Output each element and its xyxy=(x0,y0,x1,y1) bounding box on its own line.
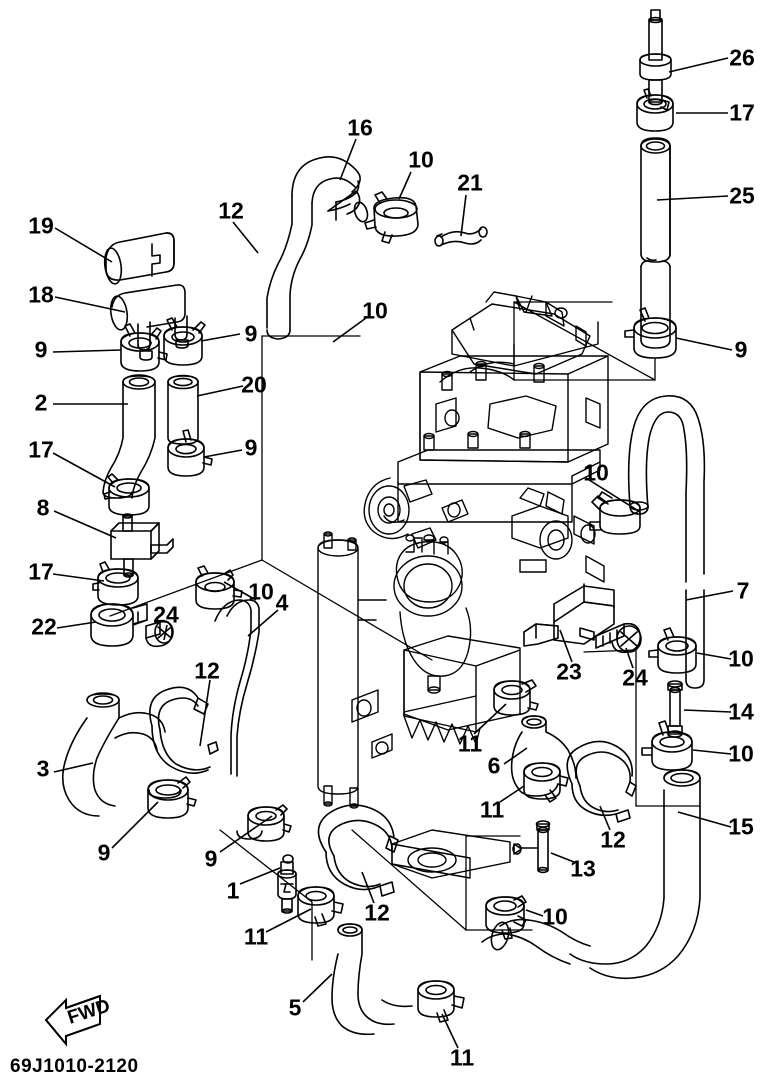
callout-11: 11 xyxy=(243,923,269,950)
callout-10: 10 xyxy=(542,903,568,930)
part-25-hose xyxy=(640,137,671,349)
callout-3: 3 xyxy=(36,755,50,782)
part-9-clamp-left-b xyxy=(163,317,206,366)
callout-11: 11 xyxy=(457,730,483,757)
callout-10: 10 xyxy=(408,146,434,173)
part-13-joint xyxy=(512,820,551,874)
callout-12: 12 xyxy=(364,899,390,926)
callout-24: 24 xyxy=(153,601,179,628)
part-24-screw-right xyxy=(595,622,642,654)
part-21-hose-bent xyxy=(434,226,488,247)
callout-10: 10 xyxy=(583,459,609,486)
part-11-clamp-d xyxy=(297,886,344,927)
callout-8: 8 xyxy=(36,494,50,521)
callout-15: 15 xyxy=(728,813,754,840)
part-10-clamp-bottom xyxy=(485,895,527,940)
part-9-clamp-left-c xyxy=(167,429,213,477)
callout-26: 26 xyxy=(729,44,755,71)
part-10-clamp-upper xyxy=(364,191,419,244)
part-8-t-joint xyxy=(110,513,174,578)
part-11-clamp-b xyxy=(523,762,569,803)
part-18-fitting xyxy=(109,284,189,361)
callout-16: 16 xyxy=(347,114,373,141)
callout-10: 10 xyxy=(728,740,754,767)
callout-10: 10 xyxy=(362,297,388,324)
callout-4: 4 xyxy=(275,589,289,616)
callout-13: 13 xyxy=(570,855,596,882)
part-12-tie-left xyxy=(149,686,219,774)
drawing-part-number: 69J1010-2120 xyxy=(10,1056,139,1077)
callout-9: 9 xyxy=(204,845,218,872)
part-11-clamp-c xyxy=(417,980,465,1023)
engine-block xyxy=(317,291,609,879)
callout-24: 24 xyxy=(622,664,648,691)
part-9-clamp-right xyxy=(624,307,677,359)
part-4-hose xyxy=(214,599,263,840)
part-24-screw-left xyxy=(145,620,174,648)
callout-9: 9 xyxy=(244,434,258,461)
part-17-clamp-left-a xyxy=(103,473,150,516)
part-17-clamp-top xyxy=(636,88,674,132)
callout-18: 18 xyxy=(28,281,54,308)
part-19-fitting xyxy=(103,232,175,285)
callout-9: 9 xyxy=(34,336,48,363)
callout-12: 12 xyxy=(218,197,244,224)
callout-2: 2 xyxy=(34,389,48,416)
callout-12: 12 xyxy=(600,826,626,853)
callout-17: 17 xyxy=(28,436,54,463)
callout-7: 7 xyxy=(736,577,750,604)
callout-1: 1 xyxy=(226,877,240,904)
leader-lines xyxy=(52,57,734,1049)
part-10-clamp-right-b xyxy=(648,627,697,674)
callout-23: 23 xyxy=(556,658,582,685)
part-7-hose xyxy=(627,395,706,689)
part-9-clamp-left-a xyxy=(120,323,168,372)
callout-9: 9 xyxy=(97,839,111,866)
fwd-arrow xyxy=(44,994,101,1047)
part-5-hose xyxy=(331,923,413,1036)
part-9-clamp-lower-left-b xyxy=(247,804,292,842)
callout-9: 9 xyxy=(734,336,748,363)
callout-9: 9 xyxy=(244,320,258,347)
callout-11: 11 xyxy=(479,796,505,823)
callout-5: 5 xyxy=(288,994,302,1021)
part-10-clamp-mid-left xyxy=(195,565,243,610)
callout-17: 17 xyxy=(729,99,755,126)
callout-20: 20 xyxy=(241,371,267,398)
part-17-clamp-left-b xyxy=(92,561,139,606)
part-3-hose xyxy=(61,692,182,817)
callout-10: 10 xyxy=(248,578,274,605)
part-12-tie-right xyxy=(566,740,637,823)
callout-6: 6 xyxy=(487,752,501,779)
callout-11: 11 xyxy=(449,1044,475,1071)
callout-22: 22 xyxy=(31,613,57,640)
part-6-hose xyxy=(510,715,577,797)
part-15-hose xyxy=(481,769,701,980)
part-10-clamp-right-c xyxy=(641,720,693,771)
part-10-clamp-right-a xyxy=(589,491,641,535)
callout-10: 10 xyxy=(728,645,754,672)
part-11-clamp-a xyxy=(493,679,539,716)
part-22-clamp-bracket xyxy=(90,603,148,647)
callout-17: 17 xyxy=(28,558,54,585)
part-16-hose xyxy=(266,156,369,340)
part-14-joint xyxy=(667,680,683,738)
part-12-tie-bottom xyxy=(317,804,399,897)
callout-12: 12 xyxy=(194,657,220,684)
callout-21: 21 xyxy=(457,169,483,196)
callout-14: 14 xyxy=(728,698,754,725)
callout-19: 19 xyxy=(28,212,54,239)
part-23-bracket xyxy=(523,583,615,647)
callout-25: 25 xyxy=(729,182,755,209)
part-20-hose xyxy=(167,374,199,445)
part-9-clamp-lower-left xyxy=(147,776,197,819)
part-1-check-valve xyxy=(277,854,297,914)
